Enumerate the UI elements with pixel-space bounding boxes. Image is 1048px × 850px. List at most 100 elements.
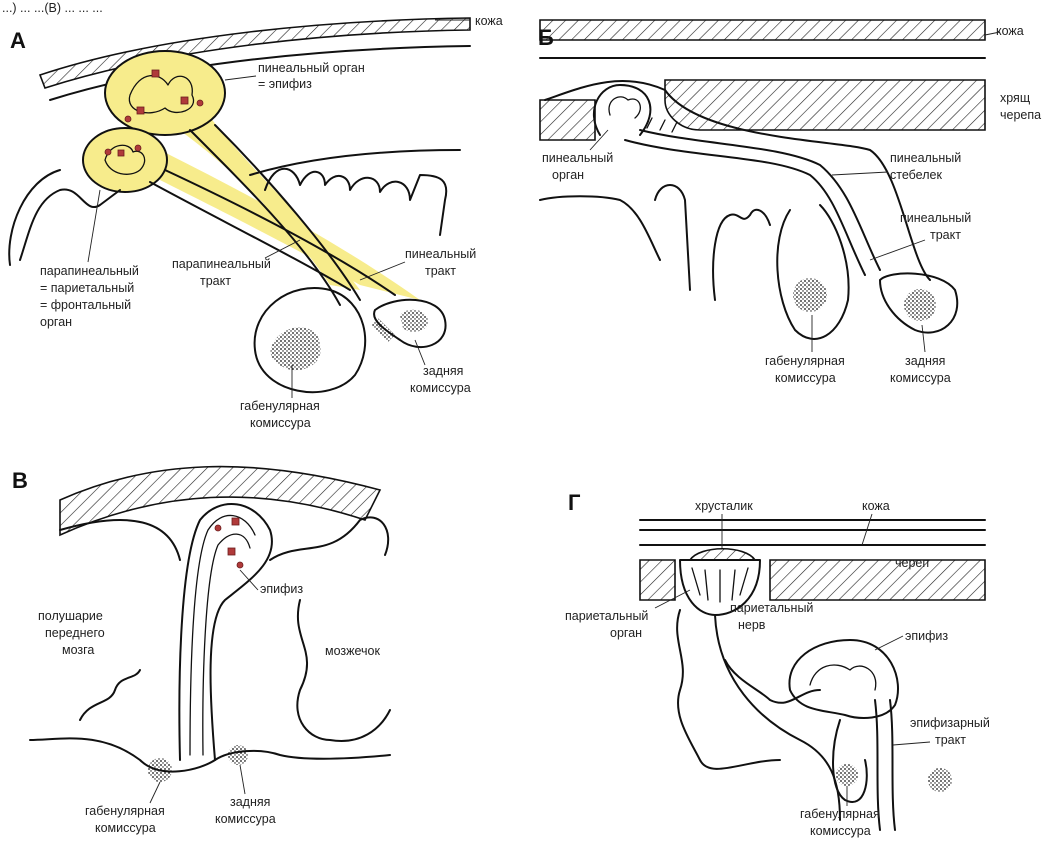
panel-v-hemisphere-label: полушарие	[38, 609, 103, 623]
panel-a-posterior-commissure	[400, 310, 428, 332]
panel-b-brain-fold	[655, 185, 690, 290]
panel-v-skull	[60, 467, 380, 535]
panel-b-choroid-folds	[713, 210, 770, 300]
panel-b-stalk-ticks	[647, 118, 677, 132]
panel-v-stalk-inner	[190, 515, 255, 755]
leader-line	[832, 172, 888, 175]
panel-b-pineal-stalk-label: стебелек	[890, 168, 942, 182]
panel-a-parapineal-label: парапинеальный	[40, 264, 139, 278]
panel-a: А	[9, 14, 503, 430]
panel-a-pineal-organ-label: = эпифиз	[258, 77, 312, 91]
panel-g-parietal-nerve-label: париетальный	[730, 601, 813, 615]
panel-v-posterior-commissure-label: задняя	[230, 795, 270, 809]
panel-a-photoreceptor	[125, 116, 131, 122]
panel-a-brain-fold	[20, 189, 120, 260]
panel-v-hemisphere-outline	[60, 520, 180, 560]
panel-a-photoreceptor	[181, 97, 188, 104]
panel-v-photoreceptor	[232, 518, 239, 525]
panel-g-parietal-nerve-label: нерв	[738, 618, 766, 632]
panel-a-photoreceptor	[152, 70, 159, 77]
panel-v-photoreceptor	[237, 562, 243, 568]
panel-g-habenular-commissure-label: комиссура	[810, 824, 871, 838]
panel-v-posterior-commissure	[228, 745, 248, 765]
panel-b-habenular-commissure-label: габенулярная	[765, 354, 845, 368]
leader-line	[225, 76, 256, 80]
panel-g-epiphyseal-tract-label: тракт	[935, 733, 966, 747]
panel-b-habenular-commissure-label: комиссура	[775, 371, 836, 385]
panel-a-pineal-organ-label: пинеальный орган	[258, 61, 365, 75]
panel-g: Г хрусталик кожа череп париетальный орга…	[565, 490, 990, 838]
panel-b-pineal-stalk-label: пинеальный	[890, 151, 961, 165]
panel-g-epiphysis	[789, 640, 898, 718]
panel-g-parietal-organ-label: орган	[610, 626, 642, 640]
leader-line	[415, 340, 425, 365]
panel-b-posterior-commissure	[904, 289, 936, 321]
panel-v-epiphysis-label: эпифиз	[260, 582, 303, 596]
panel-v: В эпифиз полушарие переднего мозга мозже…	[12, 467, 390, 835]
panel-b-skull-label: хрящ	[1000, 91, 1030, 105]
panel-v-photoreceptor	[215, 525, 221, 531]
leader-line	[922, 325, 925, 352]
panel-b-skin-label: кожа	[996, 24, 1024, 38]
panel-a-photoreceptor	[118, 150, 124, 156]
top-text: ...) ... ...(В) ... ... ...	[2, 1, 103, 15]
panel-a-posterior-commissure	[372, 318, 395, 342]
panel-b-habenular-bulb	[777, 205, 848, 339]
panel-a-parapineal-tract-label: парапинеальный	[172, 257, 271, 271]
panel-g-brain-fold	[677, 610, 780, 769]
panel-a-skin-label: кожа	[475, 14, 503, 28]
panel-a-photoreceptor	[135, 145, 141, 151]
panel-b: Б кожа хрящ черепа пинеальный орган пине…	[538, 20, 1041, 385]
panel-v-cerebellum-outline	[297, 600, 390, 741]
panel-g-skin-label: кожа	[862, 499, 890, 513]
panel-b-pineal-lumen	[609, 97, 640, 118]
panel-v-habenular-commissure-label: комиссура	[95, 821, 156, 835]
leader-line	[893, 742, 930, 745]
panel-g-posterior-commissure	[928, 768, 952, 792]
panel-b-pineal-tract-label: тракт	[930, 228, 961, 242]
panel-b-habenular-commissure	[793, 278, 827, 312]
panel-b-pineal-stalk	[625, 140, 865, 275]
panel-b-pineal-organ-label: орган	[552, 168, 584, 182]
panel-a-skin-band	[40, 18, 470, 88]
panel-g-habenular-bulb	[833, 720, 867, 802]
panel-g-skull	[770, 560, 985, 600]
panel-g-epiphyseal-tract	[890, 700, 895, 830]
panel-a-photoreceptor	[197, 100, 203, 106]
panel-b-pineal-organ	[594, 85, 650, 135]
panel-a-pineal-tract-label: пинеальный	[405, 247, 476, 261]
panel-b-brain-outline	[540, 196, 660, 260]
panel-b-skull-label: черепа	[1000, 108, 1041, 122]
panel-a-parapineal-label: = париетальный	[40, 281, 134, 295]
panel-a-letter: А	[10, 28, 26, 53]
panel-a-habenular-commissure-label: комиссура	[250, 416, 311, 430]
panel-a-posterior-commissure-label: задняя	[423, 364, 463, 378]
panel-v-hemisphere-label: мозга	[62, 643, 94, 657]
panel-a-photoreceptor	[137, 107, 144, 114]
panel-a-parapineal-tract-label: тракт	[200, 274, 231, 288]
panel-b-skull-cartilage	[665, 80, 985, 130]
panel-g-epiphysis-label: эпифиз	[905, 629, 948, 643]
panel-b-pineal-tract-label: пинеальный	[900, 211, 971, 225]
panel-g-choroid-folds	[725, 660, 820, 703]
panel-g-epiphyseal-tract-label: эпифизарный	[910, 716, 990, 730]
panel-a-parapineal-label: = фронтальный	[40, 298, 131, 312]
panel-v-fold	[80, 670, 140, 720]
leader-line	[875, 636, 903, 650]
panel-a-roof-line	[250, 150, 460, 175]
panel-a-habenular-commissure	[271, 327, 321, 370]
panel-b-skull-cartilage	[540, 100, 595, 140]
panel-v-stalk-inner	[203, 534, 250, 755]
panel-v-cerebellum-outline	[270, 517, 388, 560]
panel-v-cerebellum-label: мозжечок	[325, 644, 380, 658]
panel-b-pineal-organ-label: пинеальный	[542, 151, 613, 165]
panel-a-posterior-commissure-label: комиссура	[410, 381, 471, 395]
panel-g-habenular-commissure	[836, 764, 858, 786]
panel-g-letter: Г	[568, 490, 581, 515]
panel-b-posterior-commissure-label: комиссура	[890, 371, 951, 385]
panel-v-habenular-commissure-label: габенулярная	[85, 804, 165, 818]
panel-a-habenular-commissure-label: габенулярная	[240, 399, 320, 413]
panel-v-habenular-commissure	[148, 758, 172, 782]
panel-b-posterior-commissure-label: задняя	[905, 354, 945, 368]
